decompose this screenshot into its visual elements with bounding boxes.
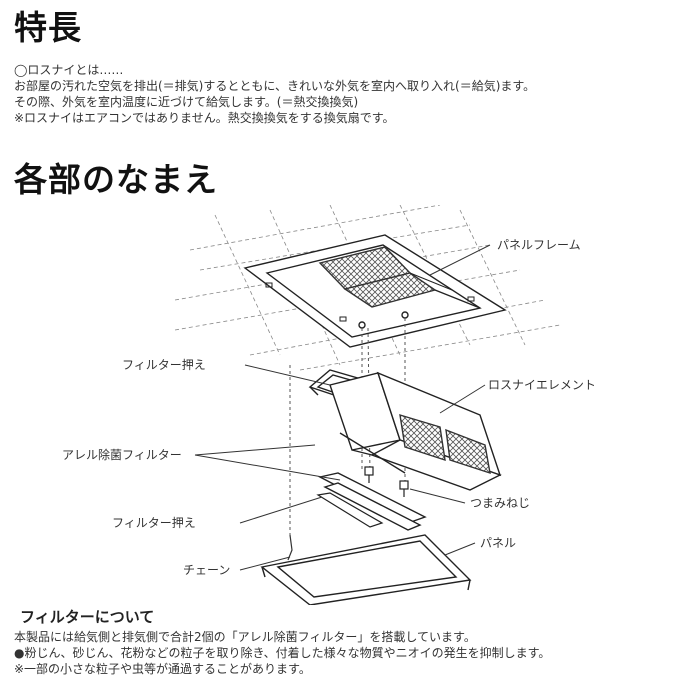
- filter-holder-bottom: [316, 492, 384, 528]
- leader-lines: [194, 244, 491, 571]
- label-chain: チェーン: [183, 563, 230, 577]
- features-line: ※ロスナイはエアコンではありません。熱交換換気をする換気扇です。: [14, 111, 395, 125]
- label-filter-holder-bottom: フィルター押え: [112, 516, 196, 530]
- label-allergen-filter: アレル除菌フィルター: [62, 447, 182, 462]
- panel: [260, 534, 472, 605]
- label-panel-frame: パネルフレーム: [497, 238, 581, 252]
- label-panel: パネル: [480, 536, 516, 550]
- lossnay-element: [329, 371, 502, 491]
- features-line: ◯ロスナイとは……: [14, 63, 124, 77]
- label-lossnay-element: ロスナイエレメント: [488, 378, 596, 392]
- allergen-filter: [317, 472, 427, 531]
- filter-line: 本製品には給気側と排気側で合計2個の「アレル除菌フィルター」を搭載しています。: [14, 630, 476, 644]
- filter-section-text: 本製品には給気側と排気側で合計2個の「アレル除菌フィルター」を搭載しています。 …: [14, 629, 550, 677]
- label-knob-screw: つまみねじ: [470, 496, 530, 510]
- features-title: 特長: [14, 8, 82, 47]
- chain: [287, 534, 293, 561]
- knob-screw: [364, 466, 409, 497]
- filter-line: ●粉じん、砂じん、花粉などの粒子を取り除き、付着した様々な物質やニオイの発生を抑…: [14, 646, 551, 660]
- features-line: お部屋の汚れた空気を排出(＝排気)するとともに、きれいな外気を室内へ取り入れ(＝…: [14, 79, 536, 93]
- panel-frame: [243, 234, 507, 348]
- parts-diagram: パネルフレーム フィルター押え ロスナイエレメント アレル除菌フィルター つまみ…: [62, 205, 596, 605]
- filter-section-title: フィルターについて: [20, 608, 155, 626]
- features-line: その際、外気を室内温度に近づけて給気します。(＝熱交換換気): [14, 95, 359, 109]
- filter-line: ※一部の小さな粒子や虫等が通過することがあります。: [14, 662, 311, 676]
- features-description: ◯ロスナイとは…… お部屋の汚れた空気を排出(＝排気)するとともに、きれいな外気…: [14, 62, 535, 126]
- parts-title: 各部のなまえ: [14, 160, 218, 199]
- label-filter-holder-top: フィルター押え: [122, 358, 206, 372]
